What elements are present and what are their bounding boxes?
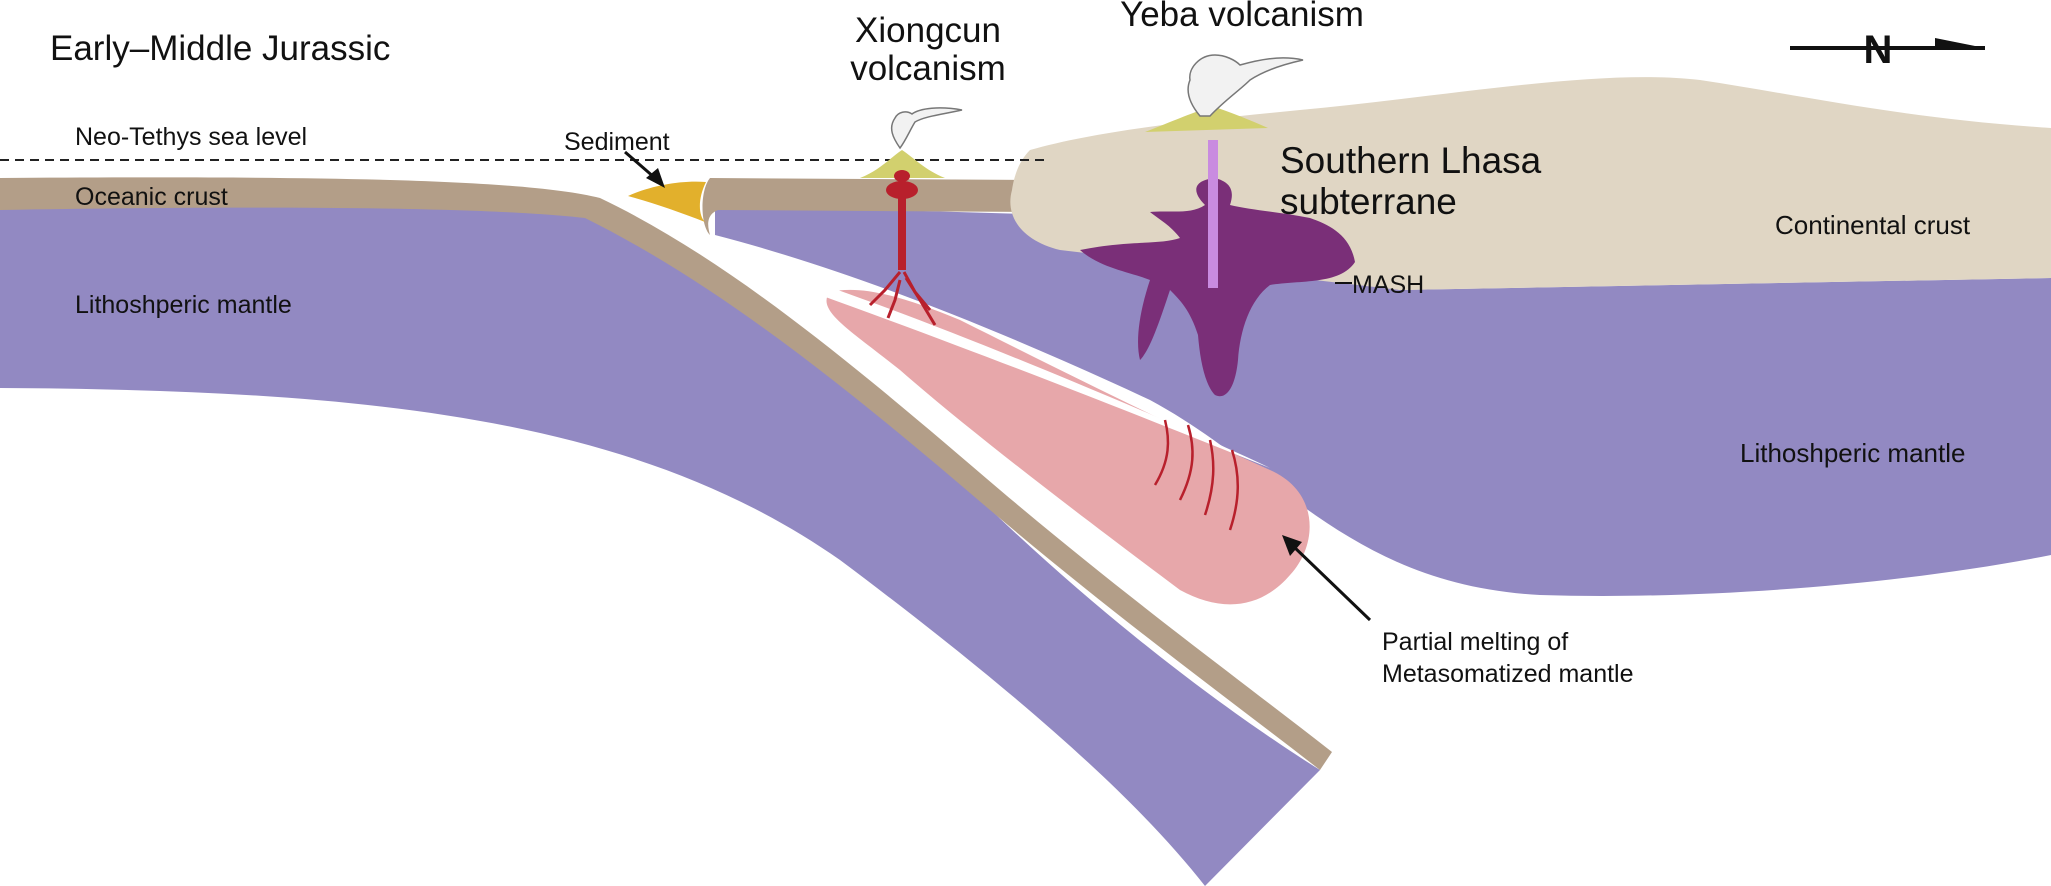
xiongcun-dike xyxy=(898,190,906,270)
overriding-lithospheric-mantle xyxy=(715,205,2051,596)
partial-melting-label-line1: Partial melting of xyxy=(1382,628,1568,656)
north-arrow-icon xyxy=(1790,38,1985,50)
sediment-arrow xyxy=(624,150,665,188)
diagram-title: Early–Middle Jurassic xyxy=(50,29,390,68)
xiongcun-cone xyxy=(860,150,945,178)
yeba-plume xyxy=(1187,54,1304,117)
sea-level-label: Neo-Tethys sea level xyxy=(75,123,307,151)
southern-lhasa-label-line2: subterrane xyxy=(1280,181,1457,222)
sediment-wedge xyxy=(628,181,706,222)
xiongcun-plume xyxy=(890,107,963,150)
melt-zone xyxy=(826,289,1310,605)
mash-label: MASH xyxy=(1352,271,1424,299)
north-label: N xyxy=(1864,28,1893,72)
subducting-lithospheric-mantle xyxy=(0,205,1320,886)
melt-flow-arrows xyxy=(1153,419,1239,531)
partial-melting-label-line2: Metasomatized mantle xyxy=(1382,660,1634,688)
yeba-volcano xyxy=(1080,54,1355,397)
xiongcun-chamber-upper xyxy=(894,170,910,182)
xiongcun-chamber xyxy=(886,181,918,199)
oceanic-crust-label: Oceanic crust xyxy=(75,183,228,211)
southern-lhasa-label-line1: Southern Lhasa xyxy=(1280,140,1542,181)
xiongcun-label-line1: Xiongcun xyxy=(855,11,1001,50)
lithospheric-mantle-left-label: Lithoshperic mantle xyxy=(75,291,292,319)
lithospheric-mantle-right-label: Lithoshperic mantle xyxy=(1740,438,1965,468)
yeba-cone xyxy=(1145,106,1268,132)
sediment-label: Sediment xyxy=(564,128,670,156)
yeba-conduit xyxy=(1208,140,1218,288)
melting-arrow xyxy=(1282,535,1372,622)
xiongcun-feeders xyxy=(868,271,937,326)
melt-zone-gap xyxy=(780,270,1270,468)
continental-crust-label: Continental crust xyxy=(1775,210,1971,240)
oceanic-crust-overriding xyxy=(702,178,1030,235)
yeba-label: Yeba volcanism xyxy=(1120,0,1364,34)
xiongcun-label-line2: volcanism xyxy=(850,49,1006,88)
xiongcun-volcano xyxy=(860,107,963,326)
